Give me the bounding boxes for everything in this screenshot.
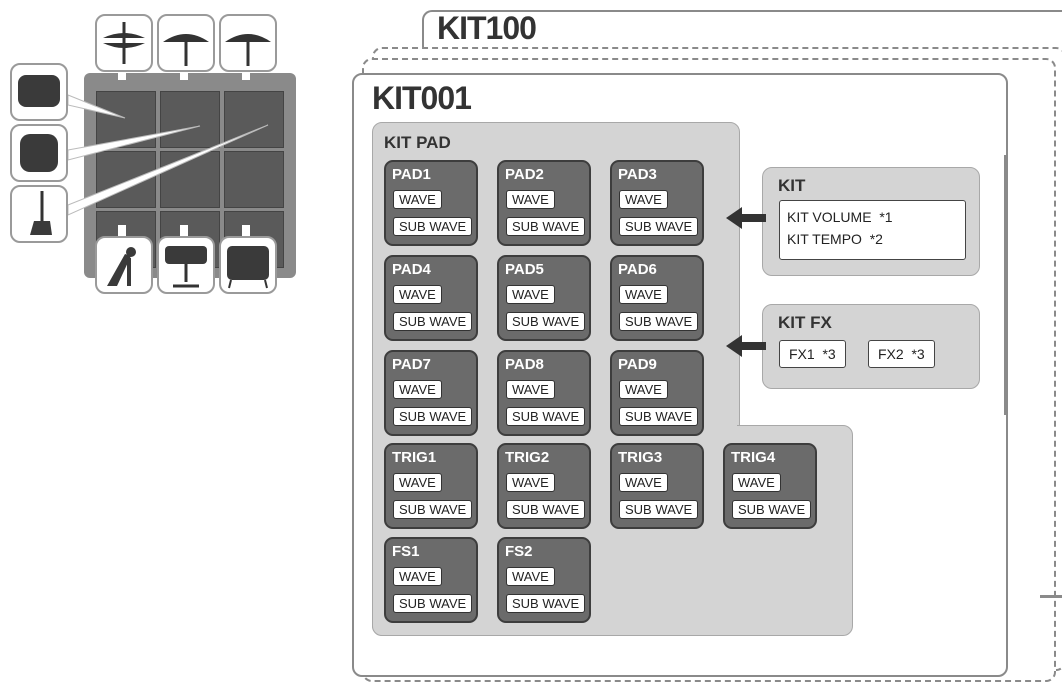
- sub-wave-label: SUB WAVE: [506, 500, 586, 519]
- kit-tempo-label: KIT TEMPO *2: [787, 231, 883, 247]
- brush-icon: [10, 185, 68, 243]
- sub-wave-label: SUB WAVE: [393, 217, 473, 236]
- pad-name: PAD5: [505, 261, 544, 278]
- sheet-edge-line-lower: [1040, 595, 1062, 598]
- crash-cymbal-icon: [219, 14, 277, 72]
- wave-label: WAVE: [506, 380, 555, 399]
- wave-label: WAVE: [506, 285, 555, 304]
- wave-label: WAVE: [619, 285, 668, 304]
- hi-hat-cymbal-icon: [95, 14, 153, 72]
- pad-name: PAD4: [392, 261, 431, 278]
- fx2-label: FX2 *3: [868, 340, 935, 368]
- pad-name: PAD9: [618, 356, 657, 373]
- wave-label: WAVE: [393, 380, 442, 399]
- pad-name: PAD7: [392, 356, 431, 373]
- wave-label: WAVE: [393, 567, 442, 586]
- sub-wave-label: SUB WAVE: [393, 500, 473, 519]
- sub-wave-label: SUB WAVE: [732, 500, 812, 519]
- fx1-label: FX1 *3: [779, 340, 846, 368]
- sub-wave-label: SUB WAVE: [619, 312, 699, 331]
- kit-params: KIT VOLUME *1 KIT TEMPO *2: [779, 200, 966, 260]
- wave-label: WAVE: [506, 473, 555, 492]
- kit-volume-label: KIT VOLUME *1: [787, 209, 893, 225]
- pad-name: TRIG3: [618, 449, 663, 466]
- kick-pedal-icon: [95, 236, 153, 294]
- wave-label: WAVE: [619, 473, 668, 492]
- kit-box-title: KIT: [778, 176, 806, 195]
- wave-label: WAVE: [393, 190, 442, 209]
- wave-label: WAVE: [506, 567, 555, 586]
- wave-label: WAVE: [393, 285, 442, 304]
- kit100-title: KIT100: [437, 10, 537, 46]
- pad-name: PAD3: [618, 166, 657, 183]
- sub-wave-label: SUB WAVE: [393, 594, 473, 613]
- kit-pad-title: KIT PAD: [384, 133, 451, 152]
- pad-name: TRIG1: [392, 449, 437, 466]
- sub-wave-label: SUB WAVE: [506, 217, 586, 236]
- floor-tom-icon: [219, 236, 277, 294]
- kit-fx-title: KIT FX: [778, 313, 832, 332]
- sub-wave-label: SUB WAVE: [506, 407, 586, 426]
- snare-drum-icon: [10, 63, 68, 121]
- snare-stand-icon: [157, 236, 215, 294]
- arrow-kit-to-pads-icon: [726, 207, 766, 229]
- ride-cymbal-icon: [157, 14, 215, 72]
- pad-name: FS1: [392, 543, 420, 560]
- tom-drum-icon: [10, 124, 68, 182]
- wave-label: WAVE: [506, 190, 555, 209]
- wave-label: WAVE: [619, 190, 668, 209]
- sub-wave-label: SUB WAVE: [506, 312, 586, 331]
- pad-pointer-lines: [67, 68, 269, 237]
- sub-wave-label: SUB WAVE: [619, 217, 699, 236]
- sheet-edge-line: [1004, 155, 1007, 415]
- kit-sheet-back: [422, 10, 1062, 52]
- wave-label: WAVE: [619, 380, 668, 399]
- pad-name: TRIG2: [505, 449, 550, 466]
- sub-wave-label: SUB WAVE: [619, 407, 699, 426]
- pad-name: TRIG4: [731, 449, 776, 466]
- arrow-fx-to-pads-icon: [726, 335, 766, 357]
- sub-wave-label: SUB WAVE: [506, 594, 586, 613]
- wave-label: WAVE: [732, 473, 781, 492]
- pad-name: FS2: [505, 543, 533, 560]
- wave-label: WAVE: [393, 473, 442, 492]
- sub-wave-label: SUB WAVE: [393, 312, 473, 331]
- sub-wave-label: SUB WAVE: [619, 500, 699, 519]
- kit001-title: KIT001: [372, 80, 472, 116]
- pad-name: PAD2: [505, 166, 544, 183]
- pad-name: PAD8: [505, 356, 544, 373]
- pad-name: PAD6: [618, 261, 657, 278]
- pad-name: PAD1: [392, 166, 431, 183]
- sub-wave-label: SUB WAVE: [393, 407, 473, 426]
